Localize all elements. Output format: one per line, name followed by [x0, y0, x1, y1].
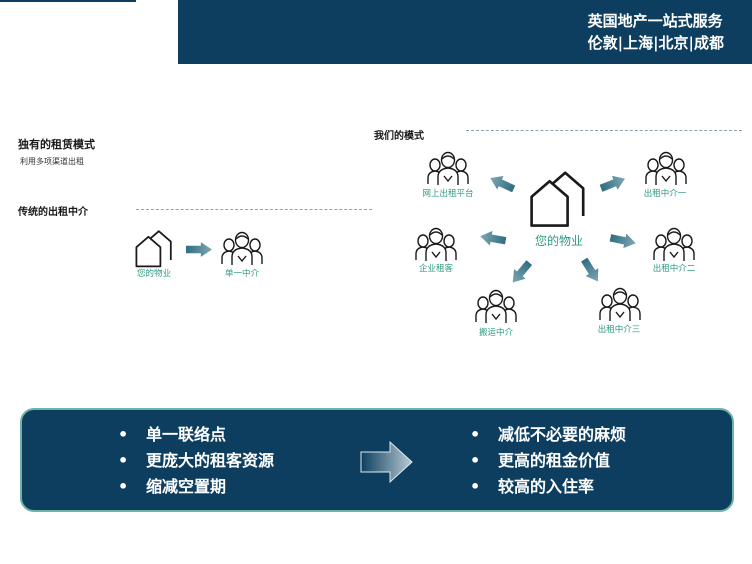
node-label-agent-1: 出租中介一 [643, 189, 687, 199]
traditional-divider [136, 209, 372, 210]
our-model-title: 我们的模式 [374, 131, 424, 142]
people-icon [598, 286, 642, 322]
our-model-divider [466, 130, 742, 131]
left-agent-label: 单一中介 [224, 269, 260, 279]
left-property-label: 您的物业 [136, 269, 172, 279]
benefit-item: 更庞大的租客资源 [118, 448, 274, 474]
section-title: 独有的租赁模式 [18, 138, 95, 151]
logo-underline [0, 0, 136, 2]
traditional-title: 传统的出租中介 [18, 207, 88, 218]
header-line-2: 伦敦|上海|北京|成都 [587, 34, 724, 52]
benefit-item: 单一联络点 [118, 422, 274, 448]
node-label-agent-2: 出租中介二 [652, 264, 696, 274]
header-title: 英国地产一站式服务 伦敦|上海|北京|成都 [588, 10, 724, 54]
arrow-icon [479, 229, 507, 248]
node-label-relocation: 搬运中介 [478, 328, 514, 338]
benefit-item: 缩减空置期 [118, 474, 274, 500]
node-label-online: 网上出租平台 [422, 189, 474, 199]
arrow-icon [598, 172, 628, 196]
node-label-agent-3: 出租中介三 [597, 325, 641, 335]
section-subtitle: 利用多项渠道出租 [20, 157, 84, 166]
benefits-panel: 单一联络点 更庞大的租客资源 缩减空置期 减低不必要的麻烦 更高的租金价值 较高… [20, 408, 734, 512]
people-icon [426, 150, 470, 186]
node-label-corporate: 企业租客 [418, 264, 454, 274]
people-icon [474, 288, 518, 324]
people-icon [220, 230, 264, 266]
arrow-icon [507, 258, 535, 288]
arrow-icon [487, 171, 517, 196]
arrow-right-icon [186, 242, 212, 257]
big-arrow-right-icon [360, 440, 413, 484]
benefit-item: 更高的租金价值 [470, 448, 626, 474]
benefit-item: 减低不必要的麻烦 [470, 422, 626, 448]
people-icon [414, 226, 458, 262]
benefits-right-list: 减低不必要的麻烦 更高的租金价值 较高的入住率 [470, 422, 626, 500]
people-icon [652, 226, 696, 262]
house-icon [134, 228, 174, 268]
house-icon [528, 168, 588, 228]
arrow-icon [578, 256, 604, 286]
benefits-left-list: 单一联络点 更庞大的租客资源 缩减空置期 [118, 422, 274, 500]
center-property-label: 您的物业 [534, 234, 584, 248]
header-bar: 英国地产一站式服务 伦敦|上海|北京|成都 [178, 0, 752, 64]
arrow-icon [609, 230, 638, 250]
benefit-item: 较高的入住率 [470, 474, 626, 500]
people-icon [644, 150, 688, 186]
header-line-1: 英国地产一站式服务 [587, 12, 723, 30]
